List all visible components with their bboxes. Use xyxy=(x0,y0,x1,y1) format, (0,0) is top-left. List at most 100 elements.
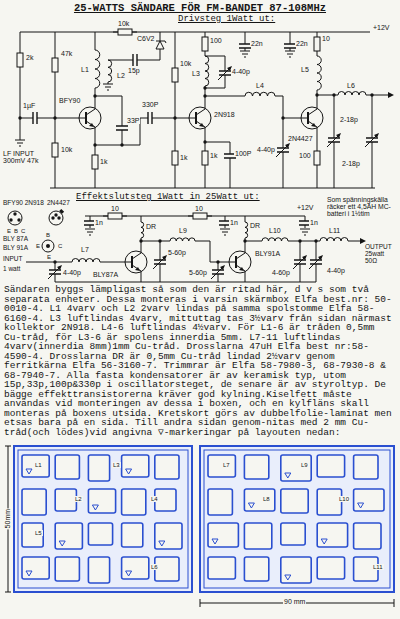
trimmer-symbol xyxy=(220,265,225,270)
part-label: L7 xyxy=(80,246,90,253)
wire xyxy=(225,83,226,88)
pcb-trace xyxy=(354,523,381,549)
part-label: BFY90 xyxy=(58,97,81,104)
transistor-symbol xyxy=(236,265,245,280)
wire xyxy=(175,170,176,188)
part-label: 1n xyxy=(309,219,319,226)
part-label: E xyxy=(35,243,41,249)
wire xyxy=(122,133,123,145)
coil-symbol xyxy=(317,56,321,90)
part-label: 33P xyxy=(126,117,140,124)
coil-symbol xyxy=(245,222,248,238)
wire xyxy=(276,144,289,157)
part-label: 10 xyxy=(321,35,331,42)
part-label: L2 xyxy=(116,72,126,79)
part-label: 10 xyxy=(194,205,204,212)
pcb-board xyxy=(204,450,390,588)
wire xyxy=(205,56,225,57)
ground-symbol xyxy=(240,51,250,57)
part-label: L10 xyxy=(268,227,282,234)
pcb-trace xyxy=(208,557,235,579)
part-label: BLY 91A xyxy=(2,245,29,252)
pinout-symbol xyxy=(49,211,63,225)
wire xyxy=(160,264,161,272)
coil-symbol xyxy=(262,238,288,241)
pinout-symbol xyxy=(8,211,22,225)
wire xyxy=(317,51,318,56)
part-label: L4 xyxy=(255,82,265,89)
wire xyxy=(283,96,284,118)
wire xyxy=(211,266,224,279)
wire xyxy=(300,252,301,260)
resistor-symbol xyxy=(202,37,208,51)
resistor-symbol xyxy=(52,58,58,72)
part-label: DR xyxy=(249,222,261,229)
wire xyxy=(113,32,118,33)
pcb-trace xyxy=(88,523,112,545)
pcb-trace xyxy=(155,523,182,549)
coil-symbol xyxy=(108,60,112,82)
pcb-trace xyxy=(281,455,311,481)
wire xyxy=(95,32,96,50)
pcb-board xyxy=(200,446,394,592)
wire xyxy=(48,266,61,279)
wire xyxy=(317,170,318,188)
part-label: L5 xyxy=(300,66,310,73)
section-heading: Effektslutsteg 1Watt in 25Watt ut: xyxy=(76,193,260,202)
wire xyxy=(230,142,231,151)
part-label: BFY90 2N918 xyxy=(2,200,45,207)
part-label: 2N918 xyxy=(213,111,236,118)
via-marker xyxy=(285,473,291,478)
pcb-board xyxy=(14,446,192,592)
wire xyxy=(50,188,375,189)
wire xyxy=(40,118,55,119)
wire xyxy=(55,118,74,119)
pcb-trace xyxy=(317,557,344,579)
via-marker xyxy=(92,505,98,510)
part-label: L3 xyxy=(191,70,201,77)
transistor-symbol xyxy=(239,267,244,271)
pcb-trace xyxy=(244,455,268,479)
wire xyxy=(225,63,226,71)
pcb-trace xyxy=(55,523,82,549)
resistor-symbol xyxy=(52,143,58,157)
zener-symbol xyxy=(154,39,166,43)
part-label: LF INPUT 300mV 47k xyxy=(2,150,46,165)
part-label: L2 xyxy=(74,496,83,502)
part-label: E xyxy=(6,228,12,234)
wire xyxy=(120,262,132,263)
part-label: L11 xyxy=(328,227,341,234)
wire xyxy=(55,32,56,53)
pcb-trace xyxy=(281,489,308,513)
junction-dot xyxy=(93,143,96,146)
part-label: 10k xyxy=(179,60,192,67)
wire xyxy=(55,77,56,138)
wire xyxy=(334,142,335,150)
part-label: 100 xyxy=(209,37,223,44)
wire xyxy=(160,49,161,50)
wire xyxy=(20,32,21,48)
part-label: L9 xyxy=(300,462,309,468)
wire xyxy=(372,150,373,188)
junction-dot xyxy=(203,94,206,97)
wire xyxy=(160,38,161,41)
coil-symbol xyxy=(141,222,144,238)
transistor-symbol xyxy=(132,244,141,259)
wire xyxy=(55,72,56,77)
transistor-symbol xyxy=(196,100,205,115)
ground-symbol xyxy=(285,51,295,57)
wire xyxy=(55,162,56,188)
trimmer-symbol xyxy=(285,143,290,148)
part-label: 90 mm xyxy=(283,598,306,605)
part-label: C xyxy=(57,243,63,249)
wire xyxy=(55,138,56,143)
part-label: L11 xyxy=(372,564,384,570)
wire xyxy=(20,72,21,140)
via-marker xyxy=(126,469,132,474)
wire xyxy=(245,216,246,222)
wire xyxy=(55,53,56,58)
junction-dot xyxy=(54,213,57,216)
part-label: E xyxy=(46,254,52,260)
wire xyxy=(372,142,373,150)
part-label: L1 xyxy=(80,66,90,73)
